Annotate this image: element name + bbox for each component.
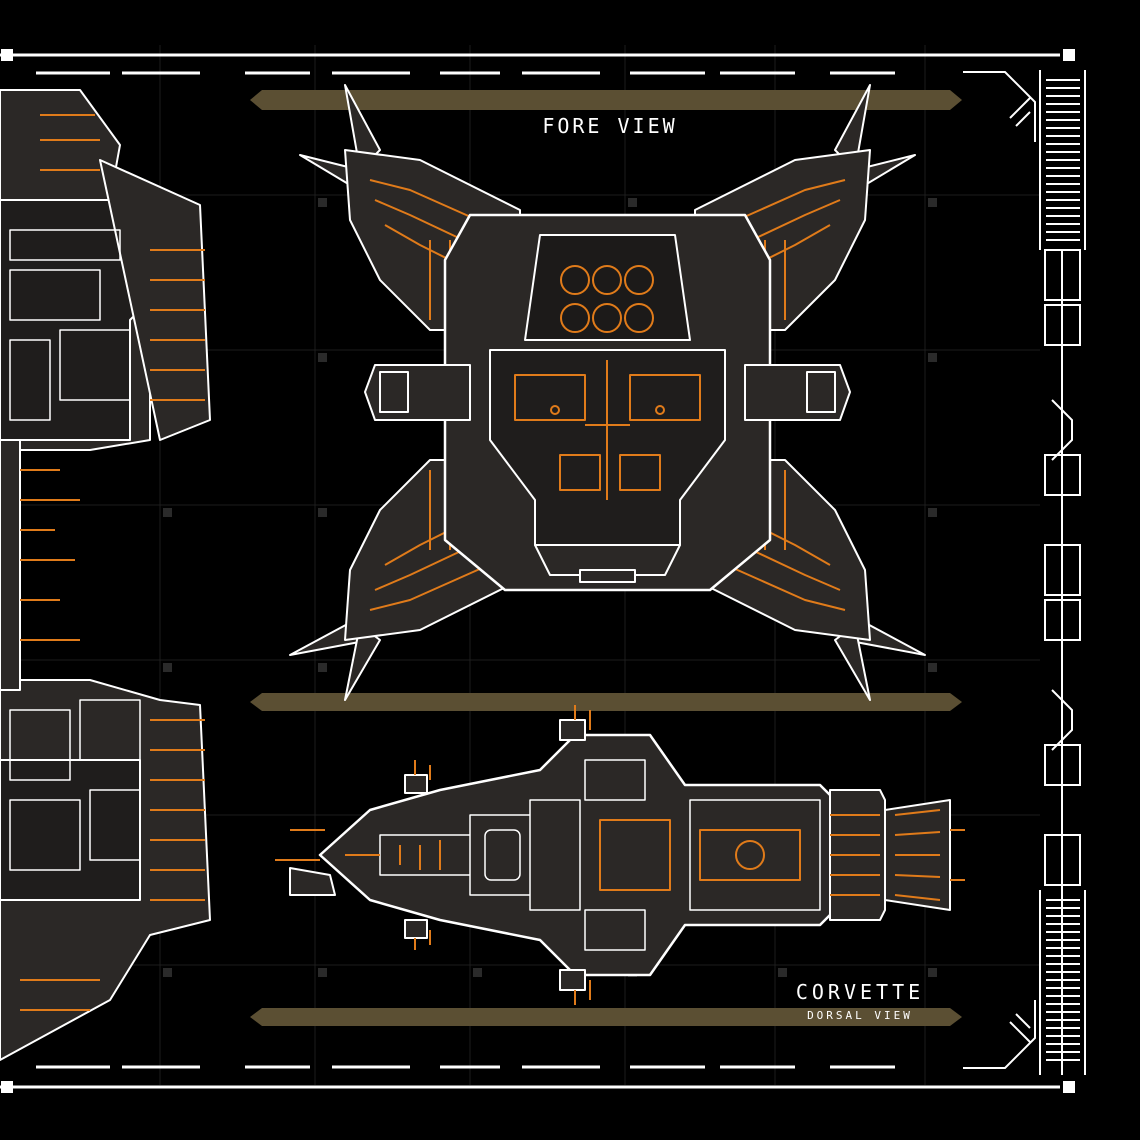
frame-corner-br [1063, 1081, 1075, 1093]
fore-view-ship [289, 84, 926, 701]
corner-bracket-top [963, 71, 1036, 142]
ship-name: CORVETTE [795, 980, 925, 1004]
fore-cockpit [524, 234, 691, 341]
title-bars [250, 90, 962, 1026]
frame-corner-tl [1, 49, 13, 61]
side-view-partial [0, 89, 211, 1061]
outer-frame [0, 53, 1060, 1089]
dorsal-view-ship [275, 705, 965, 1005]
right-rail [1039, 70, 1086, 1075]
dorsal-view-label: DORSAL VIEW [807, 1009, 913, 1022]
frame-corner-tr [1063, 49, 1075, 61]
rail-ticks [1046, 79, 1080, 1061]
frame-corner-bl [1, 1081, 13, 1093]
corner-bracket-bottom [963, 1000, 1036, 1069]
fore-view-title: FORE VIEW [542, 114, 678, 138]
